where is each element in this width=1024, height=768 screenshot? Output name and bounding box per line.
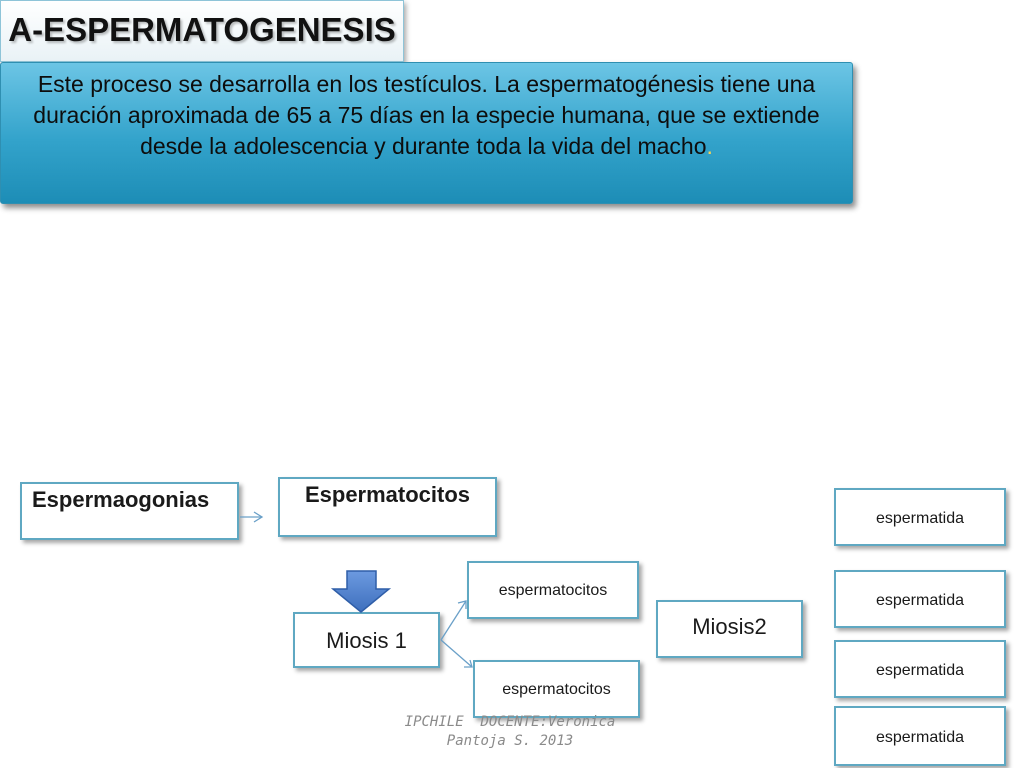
title-box: A-ESPERMATOGENESIS <box>0 0 404 62</box>
credit-line-1: IPCHILE DOCENTE:Veronica <box>404 714 616 730</box>
info-trailing-dot: . <box>706 133 713 159</box>
node-espermatida-1-label: espermatida <box>875 510 965 527</box>
node-espermatocitos-main: Espermatocitos <box>278 477 497 537</box>
node-espermatocitos-upper-label: espermatocitos <box>498 582 608 599</box>
node-espermatida-4: espermatida <box>834 706 1006 766</box>
down-arrow-icon <box>330 570 392 613</box>
node-espermatida-3: espermatida <box>834 640 1006 698</box>
node-miosis-1: Miosis 1 <box>293 612 440 668</box>
node-espermatocitos-lower-label: espermatocitos <box>502 681 611 698</box>
branch-up-arrow-icon <box>440 600 467 641</box>
node-espermatida-3-label: espermatida <box>875 662 965 679</box>
node-miosis-2-label: Miosis2 <box>692 614 767 639</box>
node-espermatocitos-lower: espermatocitos <box>473 660 640 718</box>
arrow-right-icon <box>240 511 264 523</box>
credit-line-2: Pantoja S. 2013 <box>446 733 574 749</box>
node-espermatocitos-upper: espermatocitos <box>467 561 639 619</box>
node-espermatida-2: espermatida <box>834 570 1006 628</box>
node-miosis-1-label: Miosis 1 <box>326 628 407 653</box>
node-espermaogonias-label: Espermaogonias <box>32 487 210 512</box>
node-espermatida-4-label: espermatida <box>875 729 965 746</box>
page-title: A-ESPERMATOGENESIS <box>8 11 396 48</box>
node-espermatida-1: espermatida <box>834 488 1006 546</box>
credit-watermark: IPCHILE DOCENTE:Veronica Pantoja S. 2013 <box>340 713 680 751</box>
info-text: Este proceso se desarrolla en los testíc… <box>33 71 820 159</box>
info-box: Este proceso se desarrolla en los testíc… <box>0 62 853 204</box>
node-miosis-2: Miosis2 <box>656 600 803 658</box>
branch-down-arrow-icon <box>440 639 473 668</box>
node-espermatocitos-main-label: Espermatocitos <box>304 482 471 507</box>
node-espermatida-2-label: espermatida <box>875 592 965 609</box>
node-espermaogonias: Espermaogonias <box>20 482 239 540</box>
